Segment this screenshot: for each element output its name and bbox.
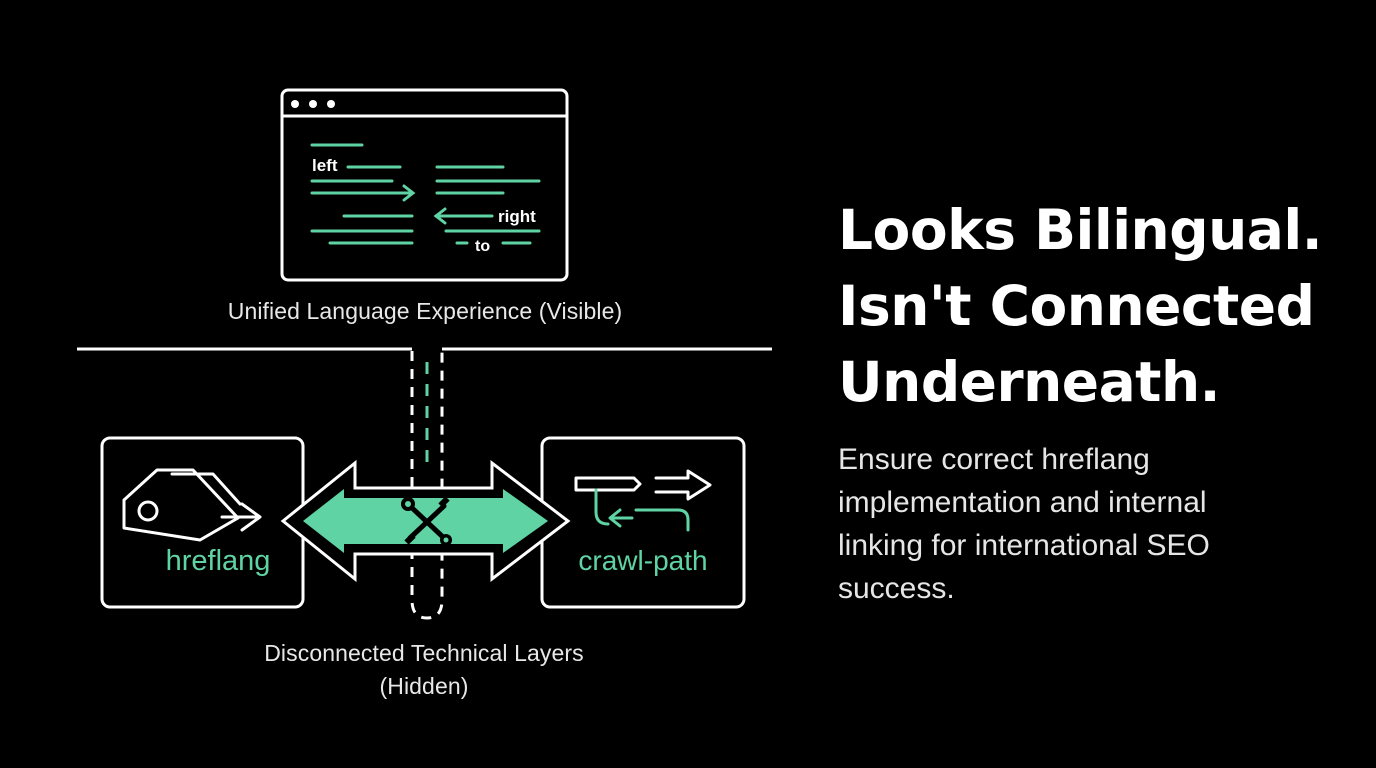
dashed-shaft <box>410 351 444 620</box>
headline-line-1: Looks Bilingual. <box>838 198 1323 262</box>
crawl-arrows-icon <box>574 469 712 501</box>
text-lines-right <box>433 165 541 245</box>
diagram: left right to hreflang <box>77 88 772 703</box>
hreflang-box: hreflang <box>100 436 305 609</box>
word-right: right <box>498 207 536 226</box>
diagram-graphic: left right to hreflang <box>77 88 772 620</box>
text-panel: Looks Bilingual. Isn't Connected Underne… <box>838 192 1358 610</box>
headline-line-2: Isn't Connected <box>838 274 1315 338</box>
browser-frame <box>280 88 569 282</box>
hreflang-label: hreflang <box>166 545 271 577</box>
caption-hidden-line1: Disconnected Technical Layers <box>264 640 584 666</box>
tag-arrow-icon <box>122 468 262 542</box>
window-dot-icon <box>327 100 335 108</box>
wrench-screwdriver-icon <box>401 496 452 546</box>
surface-divider <box>77 347 772 620</box>
window-dot-icon <box>291 100 299 108</box>
crawl-path-label: crawl-path <box>578 545 707 576</box>
crawl-path-box-frame <box>540 436 746 609</box>
caption-visible-layer: Unified Language Experience (Visible) <box>227 298 623 324</box>
text-lines-left <box>310 143 416 245</box>
crawl-loop-icon <box>594 488 690 532</box>
headline-line-3: Underneath. <box>838 350 1221 414</box>
word-to: to <box>475 238 490 255</box>
crawl-path-box: crawl-path <box>540 436 746 609</box>
caption-hidden-layer: Disconnected Technical Layers (Hidden) <box>174 637 674 703</box>
caption-hidden-line2: (Hidden) <box>379 673 469 699</box>
bidirectional-arrow <box>280 459 571 583</box>
word-left: left <box>312 156 338 175</box>
browser-window: left right to <box>280 88 569 282</box>
body-text: Ensure correct hreflang implementation a… <box>838 443 1210 605</box>
headline: Looks Bilingual. Isn't Connected Underne… <box>838 192 1358 420</box>
hreflang-box-frame <box>100 436 305 609</box>
window-dot-icon <box>309 100 317 108</box>
